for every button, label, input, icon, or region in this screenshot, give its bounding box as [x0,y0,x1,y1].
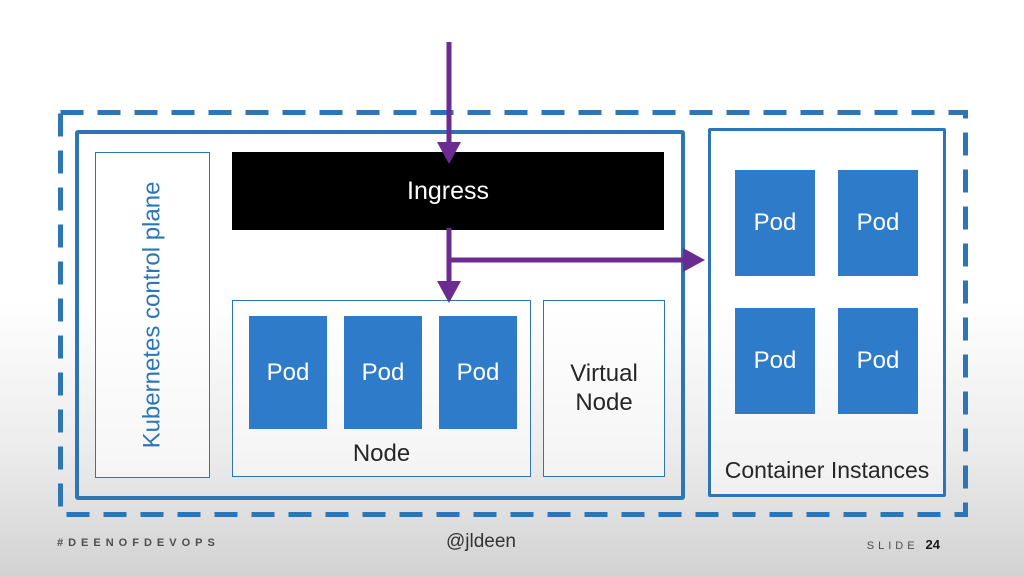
control-plane-label: Kubernetes control plane [138,181,166,449]
kubernetes-cluster-box: Kubernetes control plane Ingress Pod Pod… [75,130,685,500]
footer-hashtag: #DEENOFDEVOPS [57,537,220,549]
pod: Pod [439,316,517,429]
virtual-node-box: Virtual Node [543,300,665,477]
pod: Pod [838,308,918,414]
footer-handle: @jldeen [446,531,516,552]
slide-label: SLIDE [866,540,919,552]
ingress-box: Ingress [232,152,664,230]
control-plane-box: Kubernetes control plane [95,152,210,478]
pod: Pod [838,170,918,276]
slide-number: 24 [925,537,940,552]
ingress-label: Ingress [407,176,489,205]
virtual-node-label: Virtual Node [570,359,638,416]
container-instances-label: Container Instances [724,457,930,483]
container-instances-box: Pod Pod Pod Pod Container Instances [708,128,946,497]
node-box: Pod Pod Pod Node [232,300,531,477]
pod: Pod [344,316,422,429]
pod: Pod [735,308,815,414]
node-label: Node [352,440,411,467]
pod: Pod [735,170,815,276]
pod: Pod [249,316,327,429]
footer-slide-indicator: SLIDE 24 [867,536,940,554]
